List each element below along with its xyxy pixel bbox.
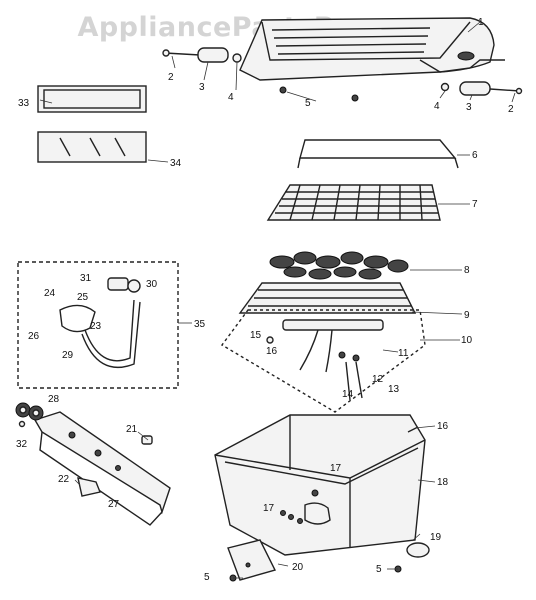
part-igniter[interactable]: [77, 477, 101, 497]
part-lid-screws[interactable]: [279, 86, 359, 102]
callout-19: 19: [430, 532, 442, 543]
callout-22: 22: [58, 474, 70, 485]
callout-9: 9: [464, 310, 470, 321]
callout-8: 8: [464, 265, 470, 276]
callout-17-upper: 17: [330, 463, 342, 474]
callout-31: 31: [80, 273, 92, 284]
callout-13: 13: [388, 384, 400, 395]
callout-17-lower: 17: [263, 503, 275, 514]
part-grill-lid[interactable]: [239, 17, 505, 81]
callout-5-base: 5: [305, 98, 311, 109]
callout-32: 32: [16, 439, 28, 450]
callout-4-left: 4: [228, 92, 234, 103]
callout-35: 35: [194, 319, 206, 330]
callout-5-bottom-right: 5: [376, 564, 382, 575]
callout-28: 28: [48, 394, 60, 405]
callout-2-left: 2: [168, 72, 174, 83]
part-lava-rock[interactable]: [269, 251, 409, 280]
callout-15: 15: [250, 330, 262, 341]
part-handle-bolt-left[interactable]: [162, 49, 201, 57]
callout-6: 6: [472, 150, 478, 161]
part-igniter-button[interactable]: [141, 435, 153, 445]
part-grease-bracket[interactable]: [227, 539, 277, 581]
part-knob-clip[interactable]: [18, 420, 26, 428]
part-grill-base[interactable]: [214, 414, 426, 556]
callout-23: 23: [90, 321, 102, 332]
part-rock-grate[interactable]: [238, 282, 417, 314]
part-base-screws[interactable]: [280, 489, 319, 524]
part-handle-left[interactable]: [197, 47, 229, 63]
part-window-glass[interactable]: [37, 131, 147, 163]
callout-14: 14: [342, 389, 354, 400]
part-washer-right[interactable]: [440, 82, 450, 92]
part-base-bracket[interactable]: [304, 502, 331, 525]
part-warming-rack[interactable]: [297, 139, 459, 169]
callout-29: 29: [62, 350, 74, 361]
callout-2-right: 2: [508, 104, 514, 115]
callout-1: 1: [478, 17, 484, 28]
callout-10: 10: [461, 335, 473, 346]
part-handle-bolt-right[interactable]: [489, 87, 523, 95]
callout-7: 7: [472, 199, 478, 210]
part-burner-assembly[interactable]: [220, 309, 426, 413]
part-control-panel[interactable]: [33, 411, 171, 526]
callout-21: 21: [126, 424, 138, 435]
callout-34: 34: [170, 158, 182, 169]
callout-26: 26: [28, 331, 40, 342]
callout-3-left: 3: [199, 82, 205, 93]
part-grease-cup[interactable]: [406, 542, 430, 558]
callout-25: 25: [77, 292, 89, 303]
callout-5-bottom-left: 5: [204, 572, 210, 583]
callout-3-right: 3: [466, 102, 472, 113]
part-control-knobs[interactable]: [15, 402, 44, 421]
callout-24: 24: [44, 288, 56, 299]
part-cooking-grid[interactable]: [266, 184, 441, 221]
callout-27: 27: [108, 499, 120, 510]
part-washer-left[interactable]: [232, 53, 242, 63]
part-regulator-kit[interactable]: [17, 261, 179, 389]
callout-20: 20: [292, 562, 304, 573]
callout-16-burner: 16: [266, 346, 278, 357]
callout-33: 33: [18, 98, 30, 109]
callout-18: 18: [437, 477, 449, 488]
callout-4-right: 4: [434, 101, 440, 112]
callout-labels: 1 2 3 4 5 4 3 2 33 34 6 7 8 9 10 11 15 1…: [16, 17, 514, 583]
callout-11: 11: [398, 348, 409, 359]
leader-lines: [39, 21, 516, 579]
part-window-frame[interactable]: [37, 85, 147, 113]
callout-16-base: 16: [437, 421, 449, 432]
callout-12: 12: [372, 374, 384, 385]
part-handle-right[interactable]: [459, 81, 491, 96]
callout-30: 30: [146, 279, 158, 290]
